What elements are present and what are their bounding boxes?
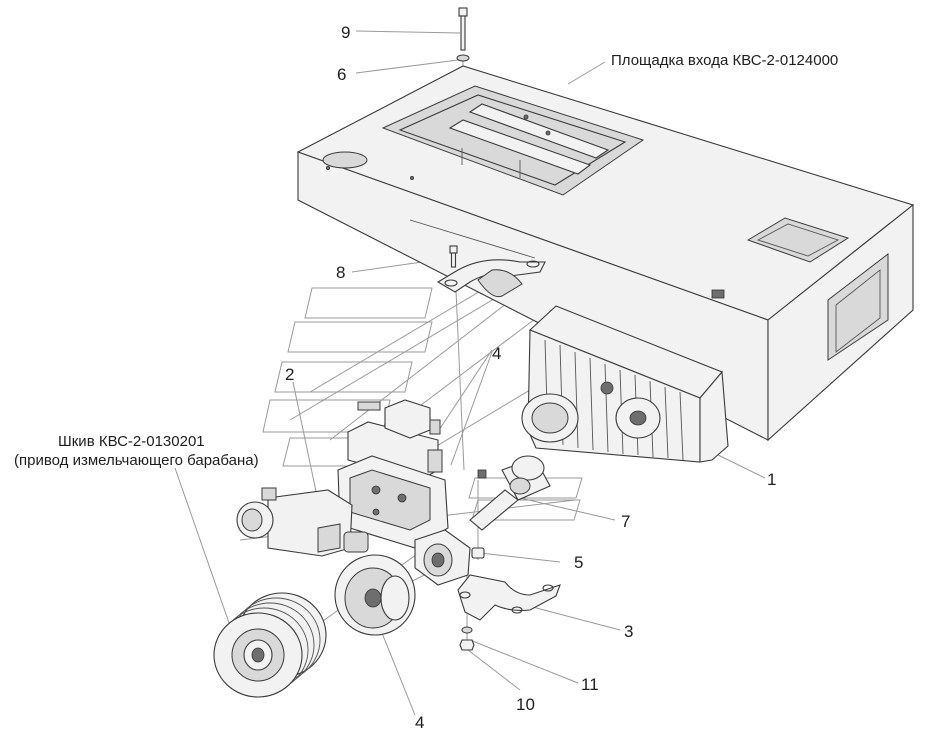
caption-entry-platform: Площадка входа КВС-2-0124000 — [611, 52, 838, 69]
callout-4-top: 4 — [492, 344, 501, 363]
gearbox-1 — [521, 305, 729, 463]
callout-labels: 9 6 8 4 2 1 7 5 3 11 10 4 Площадка входа… — [14, 23, 838, 732]
caption-pulley-purpose: (привод измельчающего барабана) — [14, 452, 259, 469]
callout-6: 6 — [337, 65, 346, 84]
bolt-8 — [449, 245, 458, 268]
callout-7: 7 — [621, 512, 630, 531]
bolt-5 — [471, 547, 485, 559]
support-bracket-3 — [457, 574, 561, 621]
washer-11 — [461, 626, 473, 634]
callout-11: 11 — [581, 675, 599, 694]
cardan-shaft-7 — [414, 455, 551, 586]
caption-pulley-title: Шкив КВС-2-0130201 — [58, 433, 205, 450]
callout-8: 8 — [336, 263, 345, 282]
nut-10 — [459, 639, 475, 651]
drive-pulley-kvs — [213, 592, 327, 698]
washer-6 — [456, 54, 470, 62]
callout-3: 3 — [624, 622, 633, 641]
callout-4-bottom: 4 — [415, 713, 424, 732]
callout-10: 10 — [516, 695, 535, 714]
bolt-9 — [458, 7, 468, 51]
pulley-adapter-4 — [334, 554, 416, 636]
hydraulic-pump-2 — [236, 399, 449, 557]
support-bracket-upper — [436, 259, 546, 298]
callout-9: 9 — [341, 23, 350, 42]
callout-5: 5 — [574, 553, 583, 572]
callout-1: 1 — [767, 470, 776, 489]
callout-2: 2 — [285, 365, 294, 384]
